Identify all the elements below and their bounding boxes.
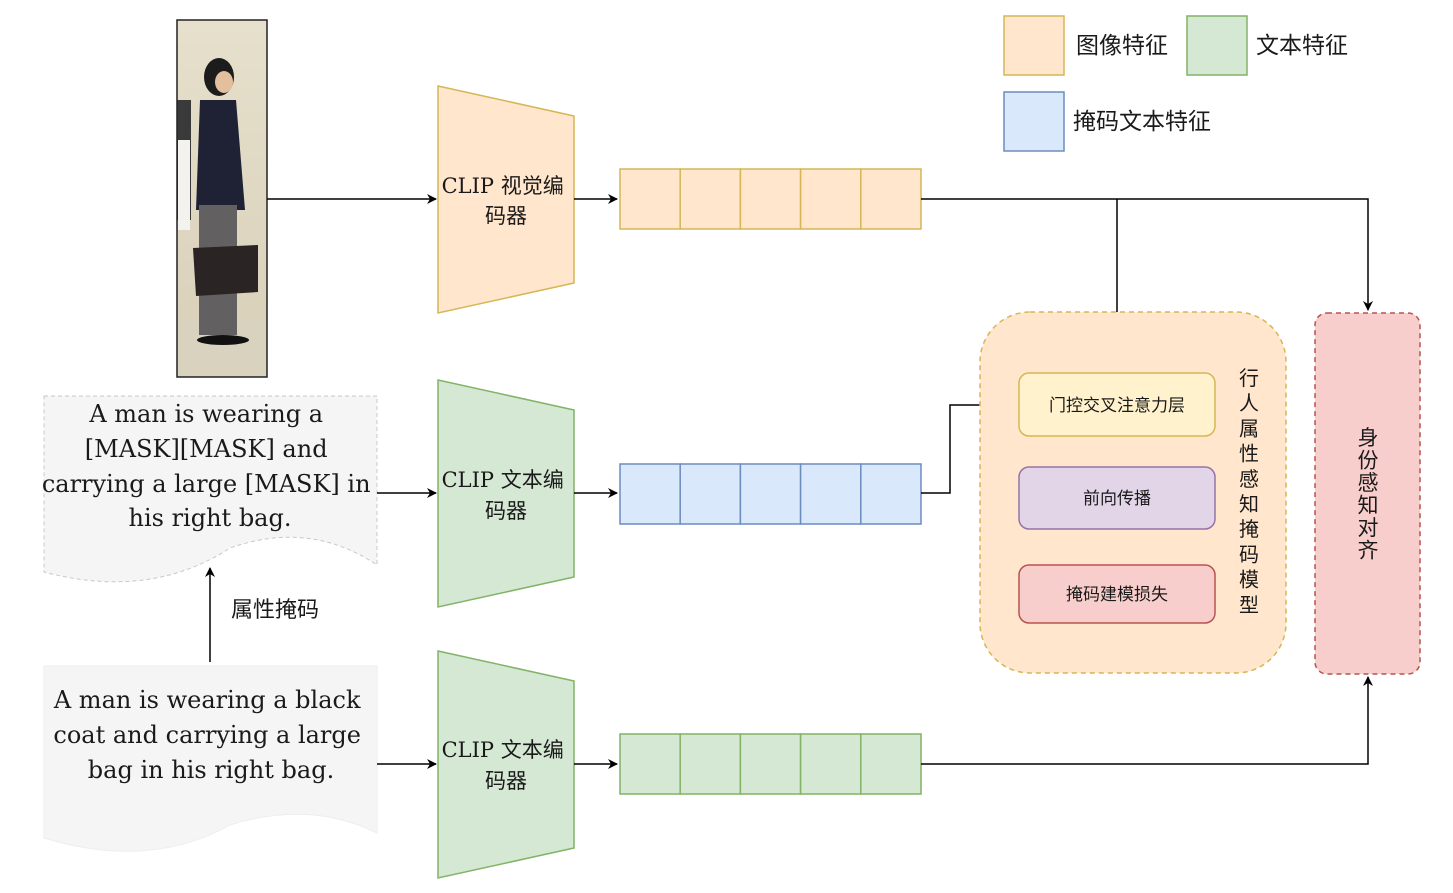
legend: 图像特征 文本特征 掩码文本特征 <box>1003 15 1348 152</box>
vertical-title-char: 性 <box>1239 442 1259 466</box>
masked-text-encoder: CLIP 文本编 码器 <box>437 379 575 608</box>
text-feature-tokens <box>619 733 922 795</box>
text-encoder: CLIP 文本编 码器 <box>437 650 575 879</box>
legend-swatch-text-feature <box>1186 15 1248 76</box>
feature-token <box>860 463 922 525</box>
svg-text:CLIP 文本编 码器: CLIP 文本编 码器 <box>442 468 571 523</box>
feature-token <box>739 733 802 795</box>
original-text-document: A man is wearing a black coat and carryi… <box>43 665 378 852</box>
vertical-title-char: 人 <box>1239 391 1259 415</box>
feature-token <box>860 168 922 230</box>
attribute-mask-label: 属性掩码 <box>231 598 319 623</box>
masked-text-line: his right bag. <box>129 504 292 532</box>
vertical-title-char: 知 <box>1358 494 1379 518</box>
masked-text-line: [MASK][MASK] and <box>85 435 328 463</box>
svg-text:CLIP 视觉编 码器: CLIP 视觉编 码器 <box>442 174 571 228</box>
masked-text-line: carrying a large [MASK] in <box>42 470 371 498</box>
vertical-title-char: 模 <box>1239 568 1259 592</box>
svg-text:CLIP 文本编 码器: CLIP 文本编 码器 <box>442 738 571 793</box>
feature-token <box>799 733 862 795</box>
vertical-title-char: 行 <box>1239 366 1259 390</box>
feature-token <box>619 733 681 795</box>
masked-text-feature-tokens <box>619 463 922 525</box>
masked-text-line: A man is wearing a <box>88 400 323 428</box>
masked-text-document: A man is wearing a [MASK][MASK] and carr… <box>42 395 378 583</box>
svg-text:掩码建模损失: 掩码建模损失 <box>1066 585 1168 605</box>
vertical-title-char: 份 <box>1358 449 1379 473</box>
vertical-title-char: 对 <box>1358 516 1379 540</box>
legend-swatch-image-feature <box>1003 15 1065 76</box>
legend-label-text-feature: 文本特征 <box>1256 33 1348 59</box>
visual-encoder: CLIP 视觉编 码器 <box>437 85 575 314</box>
svg-text:A man is wearing a black: A man is wearing a black coat and carryi… <box>53 686 369 784</box>
feature-token <box>799 168 862 230</box>
original-text-line: coat and carrying a large <box>53 721 361 749</box>
vertical-title-char: 感 <box>1358 471 1379 495</box>
feature-token <box>739 168 802 230</box>
vertical-title-char: 型 <box>1239 593 1259 617</box>
feature-token <box>679 168 742 230</box>
svg-text:门控交叉注意力层: 门控交叉注意力层 <box>1049 396 1185 416</box>
legend-label-masked-text-feature: 掩码文本特征 <box>1073 109 1211 135</box>
feature-token <box>799 463 862 525</box>
feature-token <box>619 463 681 525</box>
feature-token <box>619 168 681 230</box>
feature-token <box>679 733 742 795</box>
feed-forward-block: 前向传播 <box>1018 466 1216 530</box>
image-feature-tokens <box>619 168 922 230</box>
vertical-title-char: 属 <box>1239 416 1259 440</box>
legend-label-image-feature: 图像特征 <box>1076 33 1168 59</box>
svg-text:A man is wearing a [MASK: A man is wearing a [MASK][MASK] and carr… <box>42 400 378 532</box>
vertical-title-char: 身 <box>1358 426 1379 450</box>
pedestrian-image <box>176 19 268 378</box>
svg-text:前向传播: 前向传播 <box>1083 489 1151 509</box>
vertical-title-char: 齐 <box>1358 539 1379 563</box>
feature-token <box>860 733 922 795</box>
feature-token <box>739 463 802 525</box>
vertical-title-char: 码 <box>1239 542 1259 566</box>
vertical-title-char: 感 <box>1239 467 1259 491</box>
original-text-line: A man is wearing a black <box>53 686 361 714</box>
original-text-line: bag in his right bag. <box>88 756 334 784</box>
feature-token <box>679 463 742 525</box>
gated-cross-attention-block: 门控交叉注意力层 <box>1018 372 1216 437</box>
legend-swatch-masked-text-feature <box>1003 91 1065 152</box>
vertical-title-char: 掩 <box>1239 517 1259 541</box>
mask-modeling-loss-block: 掩码建模损失 <box>1018 564 1216 624</box>
vertical-title-char: 知 <box>1239 492 1259 516</box>
